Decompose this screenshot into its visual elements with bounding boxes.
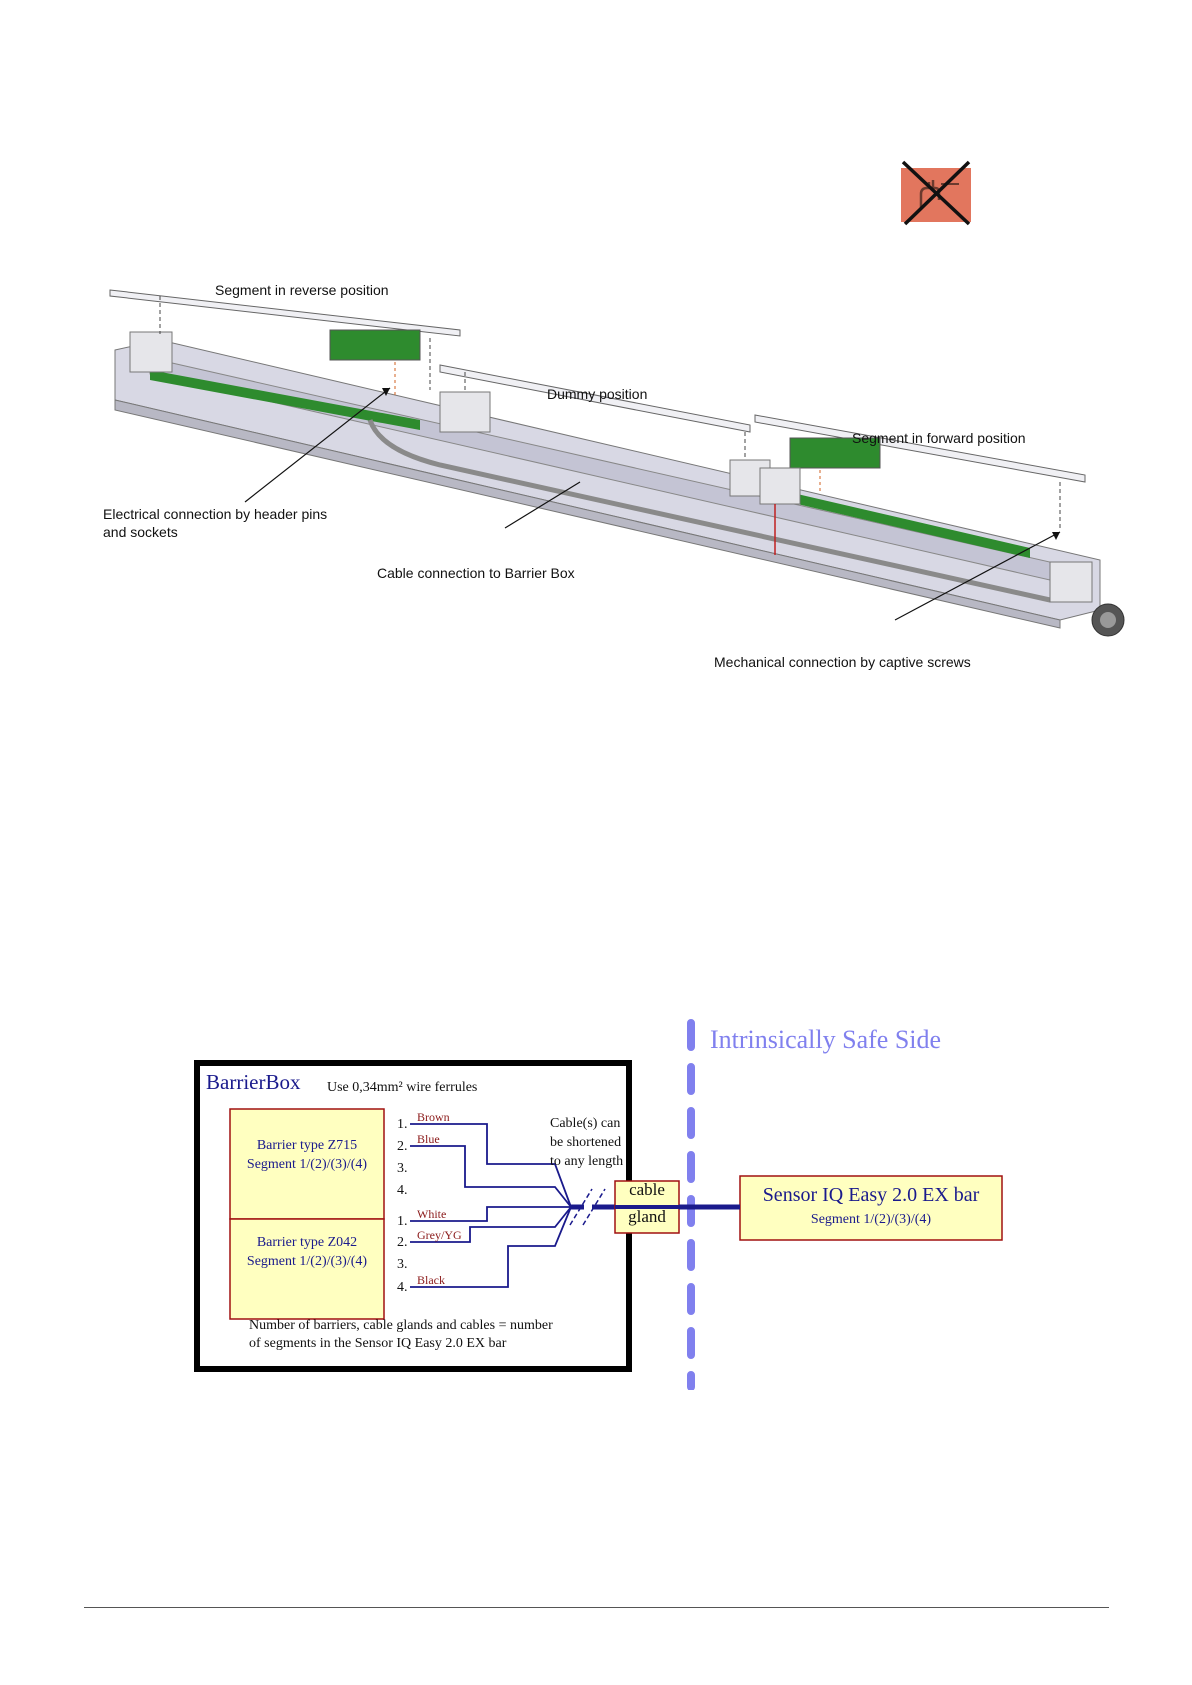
label-segment-reverse: Segment in reverse position: [215, 282, 389, 298]
cable-note-line: to any length: [550, 1154, 624, 1169]
safe-side-title: Intrinsically Safe Side: [710, 1025, 942, 1054]
wire-label: Grey/YG: [417, 1228, 462, 1242]
barrier-z715-name: Barrier type Z715: [256, 1138, 358, 1153]
terminal-number: 1.: [397, 1214, 408, 1229]
cable-note-line: Cable(s) can: [550, 1116, 621, 1131]
ferrule-note: Use 0,34mm² wire ferrules: [327, 1080, 478, 1095]
terminal-number: 2.: [397, 1235, 408, 1250]
label-mechanical-connection: Mechanical connection by captive screws: [714, 654, 971, 670]
label-electrical-connection-2: and sockets: [103, 524, 178, 540]
barrier-z042-segment: Segment 1/(2)/(3)/(4): [246, 1254, 368, 1269]
terminal-number: 3.: [397, 1161, 408, 1176]
terminal-number: 4.: [397, 1183, 408, 1198]
wire-label: Blue: [417, 1132, 440, 1146]
label-segment-forward: Segment in forward position: [852, 430, 1026, 446]
gland-label-bottom: gland: [628, 1207, 666, 1226]
terminal-number: 4.: [397, 1280, 408, 1295]
terminal-number: 1.: [397, 1117, 408, 1132]
wire-label: Black: [417, 1273, 445, 1287]
wire-label: White: [417, 1207, 447, 1221]
barrier-count-note-1: Number of barriers, cable glands and cab…: [249, 1318, 553, 1333]
assembly-figure: [0, 270, 1192, 690]
barrier-z042-block: [229, 1218, 385, 1320]
terminal-number: 3.: [397, 1257, 408, 1272]
label-electrical-connection-1: Electrical connection by header pins: [103, 506, 328, 522]
sensor-title: Sensor IQ Easy 2.0 EX bar: [762, 1184, 980, 1206]
gland-label-top: cable: [629, 1180, 665, 1199]
terminal-number: 2.: [397, 1139, 408, 1154]
footer-divider: [84, 1607, 1109, 1608]
sensor-box: [739, 1175, 1003, 1241]
cable-note-line: be shortened: [550, 1135, 622, 1150]
wiring-diagram: [180, 1015, 1040, 1391]
label-cable-connection: Cable connection to Barrier Box: [377, 565, 575, 581]
no-touch-warning-icon: [899, 160, 975, 226]
barrier-count-note-2: of segments in the Sensor IQ Easy 2.0 EX…: [249, 1336, 507, 1351]
barrier-z042-name: Barrier type Z042: [256, 1235, 358, 1250]
barrierbox-title: BarrierBox: [206, 1070, 301, 1094]
barrier-z715-segment: Segment 1/(2)/(3)/(4): [246, 1157, 368, 1172]
sensor-segment: Segment 1/(2)/(3)/(4): [810, 1212, 932, 1227]
barrier-z715-block: [229, 1108, 385, 1220]
wire-label: Brown: [417, 1110, 450, 1124]
label-dummy-position: Dummy position: [547, 386, 648, 402]
